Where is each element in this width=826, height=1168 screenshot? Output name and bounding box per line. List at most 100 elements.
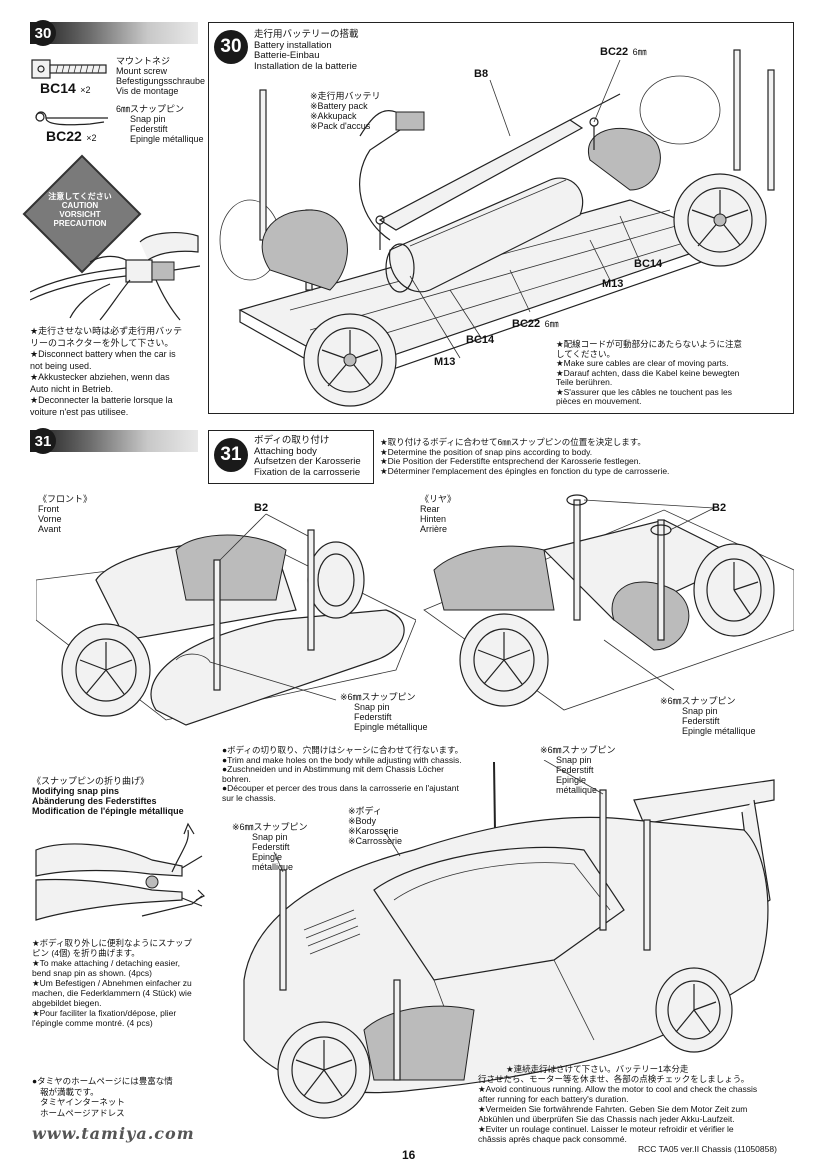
caution-fr: PRECAUTION xyxy=(53,219,107,228)
bc22-de: Federstift xyxy=(130,124,168,134)
callout-bc22-bottom-code: BC22 xyxy=(512,318,541,330)
step30-badge: 30 xyxy=(214,30,248,64)
disconnect-de1: ★Akkustecker abziehen, wenn das xyxy=(30,372,170,382)
callout-b8: B8 xyxy=(474,68,489,80)
battery-pack-fr: ※Pack d'accus xyxy=(310,121,371,131)
callout-bc14-right: BC14 xyxy=(634,258,663,270)
disconnect-fr1: ★Deconnecter la batterie lorsque la xyxy=(30,395,173,405)
bc14-de: Befestigungsschraube xyxy=(116,76,206,86)
bc22-code: BC22 xyxy=(46,128,82,144)
running-note: ★連続走行はさけて下さい。バッテリー1本分走 行させたら、モーター等を休ませ、各… xyxy=(478,1064,757,1144)
step31-title-fr: Fixation de la carrosserie xyxy=(254,466,361,478)
website-jp1: ●タミヤのホームページには豊富な情 xyxy=(32,1076,173,1086)
pin-top-label: ※6㎜スナップピン Snap pin Federstift Epingle mé… xyxy=(540,745,616,795)
body-fr: ※Carrosserie xyxy=(348,836,403,846)
step31-badge: 31 xyxy=(214,438,248,472)
modify-en2: bend snap pin as shown. (4pcs) xyxy=(32,968,153,978)
website-url[interactable]: www.tamiya.com xyxy=(32,1124,195,1143)
disconnect-note: ★走行させない時は必ず走行用バッテ リーのコネクターを外して下さい。 ★Disc… xyxy=(30,326,182,418)
step31-title-jp: ボディの取り付け xyxy=(254,435,330,446)
cable-jp1: ★配線コードが可動部分にあたらないように注意 xyxy=(556,339,742,349)
bc14-fr: Vis de montage xyxy=(116,86,179,96)
running-en1: ★Avoid continuous running. Allow the mot… xyxy=(478,1084,758,1094)
snap-pin-icon xyxy=(35,111,108,126)
pin-left-en: Snap pin xyxy=(252,832,288,842)
modify-title: 《スナップピンの折り曲げ》 Modifying snap pins Abände… xyxy=(32,776,184,816)
callout-bc22-bottom-size: 6㎜ xyxy=(544,319,559,329)
pin-rear-en: Snap pin xyxy=(682,706,718,716)
disconnect-jp2: リーのコネクターを外して下さい。 xyxy=(30,337,174,348)
cable-en: ★Make sure cables are clear of moving pa… xyxy=(556,358,729,368)
modify-fr2: l'épingle comme montré. (4 pcs) xyxy=(32,1018,153,1028)
step31-title-de: Aufsetzen der Karosserie xyxy=(254,456,361,467)
pin-top-fr1: Epingle xyxy=(556,775,587,785)
step30-panel xyxy=(208,22,794,414)
callout-m13-right: M13 xyxy=(602,278,624,290)
running-de1: ★Vermeiden Sie fortwährende Fahrten. Geb… xyxy=(478,1104,748,1114)
rear-label: 《リヤ》 Rear Hinten Arrière xyxy=(420,494,456,534)
page-number: 16 xyxy=(402,1148,416,1162)
trim-de2: bohren. xyxy=(222,773,251,784)
bc14-en: Mount screw xyxy=(116,66,168,76)
modify-jp1: ★ボディ取り外しに便利なようにスナップ xyxy=(32,938,193,948)
front-en: Front xyxy=(38,504,60,514)
bc14-desc: マウントネジ Mount screw Befestigungsschraube … xyxy=(116,56,205,96)
trim-de1: ●Zuschneiden und in Abstimmung mit dem C… xyxy=(222,764,444,774)
mount-screw-icon xyxy=(31,59,107,79)
running-de2: Abkühlen und überprüfen Sie das Chassis … xyxy=(478,1114,735,1124)
running-en2: after running for each battery's duratio… xyxy=(478,1094,629,1104)
front-fr: Avant xyxy=(38,524,61,534)
pin-top-jp: ※6㎜スナップピン xyxy=(540,745,616,755)
pin-front-jp: ※6㎜スナップピン xyxy=(340,692,416,702)
modify-title-de: Abänderung des Federstiftes xyxy=(32,796,157,806)
bc14-code: BC14 xyxy=(40,80,76,96)
step30-title: 走行用バッテリーの搭載 Battery installation Batteri… xyxy=(254,29,359,72)
position-fr: ★Déterminer l'emplacement des épingles e… xyxy=(380,465,670,476)
rear-de: Hinten xyxy=(420,514,447,524)
bc22-qty: ×2 xyxy=(86,133,97,143)
pin-left-label: ※6㎜スナップピン Snap pin Federstift Epingle mé… xyxy=(232,822,308,872)
front-de: Vorne xyxy=(38,514,62,524)
rear-chassis-illustration xyxy=(423,494,794,711)
bc22-fr: Epingle métallique xyxy=(130,134,204,144)
step31-badge-small: 31 xyxy=(30,428,56,454)
disconnect-en1: ★Disconnect battery when the car is xyxy=(30,349,176,359)
step31-title-en: Attaching body xyxy=(254,445,317,457)
callout-bc22-bottom: BC22 6㎜ xyxy=(512,314,559,332)
modify-de1: ★Um Befestigen / Abnehmen einfacher zu xyxy=(32,978,192,988)
step31-title: ボディの取り付け Attaching body Aufsetzen der Ka… xyxy=(254,435,361,478)
bc14-qty: ×2 xyxy=(80,85,91,95)
body-label: ※ボディ ※Body ※Karosserie ※Carrosserie xyxy=(348,806,402,846)
running-fr2: châssis après chaque pack consommé. xyxy=(478,1134,627,1144)
battery-pack-jp: ※走行用バッテリ xyxy=(310,91,381,101)
callout-m13-left: M13 xyxy=(434,356,456,368)
modify-fr1: ★Pour faciliter la fixation/dépose, plie… xyxy=(32,1008,177,1018)
bc14-jp: マウントネジ xyxy=(116,56,171,66)
bc14-part: BC14 ×2 xyxy=(40,80,91,98)
pin-top-fr2: métallique xyxy=(556,785,598,795)
caution-de: VORSICHT xyxy=(59,210,101,219)
website-jp2: 報が満載です。 xyxy=(40,1086,99,1097)
running-jp1: ★連続走行はさけて下さい。バッテリー1本分走 xyxy=(506,1064,689,1074)
bc22-part: BC22 ×2 xyxy=(46,128,97,146)
step30-title-fr: Installation de la batterie xyxy=(254,60,357,72)
battery-pack-en: ※Battery pack xyxy=(310,101,368,111)
front-label: 《フロント》 Front Vorne Avant xyxy=(38,494,92,534)
running-fr1: ★Eviter un roulage continuel. Laisser le… xyxy=(478,1124,734,1134)
cable-note: ★配線コードが可動部分にあたらないように注意 してください。 ★Make sur… xyxy=(556,339,742,407)
modify-de3: abgebildet biegen. xyxy=(32,998,102,1008)
rear-jp: 《リヤ》 xyxy=(420,494,457,504)
position-jp: ★取り付けるボディに合わせて6㎜スナップピンの位置を決定します。 xyxy=(380,437,646,447)
bc22-jp: 6㎜スナップピン xyxy=(116,104,185,114)
pin-rear-jp: ※6㎜スナップピン xyxy=(660,696,736,706)
pin-rear-fr: Epingle métallique xyxy=(682,726,756,736)
pin-left-jp: ※6㎜スナップピン xyxy=(232,822,308,832)
trim-en: ●Trim and make holes on the body while a… xyxy=(222,754,462,765)
chassis-battery-illustration xyxy=(219,49,775,407)
front-chassis-illustration xyxy=(36,513,416,726)
trim-jp: ●ボディの切り取り、穴開けはシャーシに合わせて行ないます。 xyxy=(222,745,464,755)
pin-front-de: Federstift xyxy=(354,712,392,722)
unplug-connector-illustration xyxy=(30,232,200,321)
battery-pack-label: ※走行用バッテリ ※Battery pack ※Akkupack ※Pack d… xyxy=(310,91,381,131)
caution-en: CAUTION xyxy=(61,201,99,210)
